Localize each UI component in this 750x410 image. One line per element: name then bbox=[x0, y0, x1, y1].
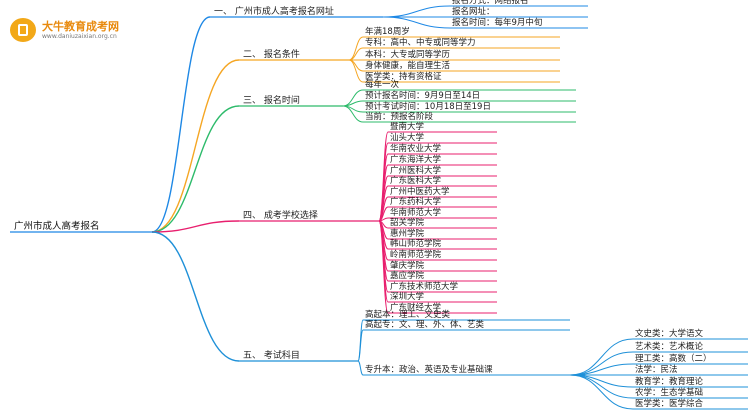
branch-2-connector bbox=[151, 59, 240, 233]
branch-1-item-1-connector bbox=[382, 5, 451, 18]
branch-5-item-1-label: 高起本：理工、文史类 bbox=[365, 310, 451, 320]
branch-4-item-8-label: 广东药科大学 bbox=[390, 197, 442, 207]
logo: 大牛教育成考网 www.daniuzaixian.org.cn bbox=[4, 16, 144, 46]
branch-5-item-3-sub-4-label: 法学：民法 bbox=[635, 365, 678, 375]
branch-5-item-3-sub-6-label: 农学：生态学基础 bbox=[635, 388, 704, 398]
branch-3-connector bbox=[151, 105, 240, 233]
branch-3-item-4-connector bbox=[342, 105, 364, 123]
root-node: 广州市成人高考报名 bbox=[14, 221, 100, 232]
logo-title: 大牛教育成考网 bbox=[42, 20, 119, 33]
branch-4-item-18-label: 广东财经大学 bbox=[390, 303, 442, 313]
branch-4-item-2-label: 汕头大学 bbox=[390, 133, 425, 143]
branch-5-connector bbox=[151, 231, 240, 362]
branch-4-item-7-label: 广州中医药大学 bbox=[390, 187, 450, 197]
branch-4-item-14-label: 肇庆学院 bbox=[390, 261, 425, 271]
branch-5-item-3-connector bbox=[357, 360, 364, 376]
branch-1-item-1-label: 报名方式：网络报名 bbox=[452, 0, 529, 6]
branch-1-label: 一、 广州市成人高考报名网址 bbox=[214, 7, 334, 17]
branch-2-item-5-connector bbox=[348, 59, 364, 83]
branch-5-label: 五、 考试科目 bbox=[243, 351, 300, 361]
branch-4-item-6-label: 广东医科大学 bbox=[390, 176, 442, 186]
branch-5-item-3-sub-2-connector bbox=[569, 351, 634, 376]
branch-5-item-2-label: 高起专：文、理、外、体、艺类 bbox=[365, 320, 485, 330]
branch-2-item-1-label: 年满18周岁 bbox=[365, 27, 410, 37]
branch-4-item-10-label: 韶关学院 bbox=[390, 218, 425, 228]
branch-4-item-11-label: 惠州学院 bbox=[390, 229, 425, 239]
branch-4-item-9-label: 华南师范大学 bbox=[390, 208, 442, 218]
branch-3-item-2-label: 预计报名时间：9月9日至14日 bbox=[365, 91, 481, 101]
branch-4-label: 四、 成考学校选择 bbox=[243, 211, 318, 221]
branch-2-item-4-label: 身体健康，能自理生活 bbox=[365, 61, 451, 71]
branch-4-item-1-label: 暨南大学 bbox=[390, 122, 425, 132]
branch-2-item-2-label: 专科：高中、中专或同等学力 bbox=[365, 38, 476, 48]
branch-3-item-4-label: 当前：预报名阶段 bbox=[365, 112, 434, 122]
branch-1-item-2-label: 报名网址： bbox=[452, 7, 495, 17]
branch-5-item-3-sub-7-connector bbox=[569, 374, 634, 410]
branch-3-label: 三、 报名时间 bbox=[243, 96, 300, 106]
branch-2-label: 二、 报名条件 bbox=[243, 50, 300, 60]
branch-4-item-3-label: 华南农业大学 bbox=[390, 144, 442, 154]
branch-5-item-3-sub-7-label: 医学类：医学综合 bbox=[635, 399, 704, 409]
branch-4-item-18-connector bbox=[378, 220, 389, 314]
branch-4-item-5-label: 广州医科大学 bbox=[390, 166, 442, 176]
branch-4-item-15-label: 嘉应学院 bbox=[390, 271, 425, 281]
branch-1-item-3-connector bbox=[382, 16, 451, 29]
branch-5-item-3-sub-2-label: 艺术类：艺术概论 bbox=[635, 342, 704, 352]
branch-4-item-13-label: 岭南师范学院 bbox=[390, 250, 442, 260]
branch-5-item-3-sub-3-label: 理工类：高数（二） bbox=[635, 354, 712, 364]
branch-2-item-5-label: 医学类：持有资格证 bbox=[365, 72, 442, 82]
logo-url: www.daniuzaixian.org.cn bbox=[42, 33, 117, 40]
branch-5-item-3-sub-5-connector bbox=[569, 374, 634, 388]
branch-5-item-3-label: 专升本：政治、英语及专业基础课 bbox=[365, 365, 493, 375]
branch-3-item-1-label: 每年一次 bbox=[365, 80, 400, 90]
branch-4-item-17-label: 深圳大学 bbox=[390, 292, 425, 302]
branch-4-item-4-label: 广东海洋大学 bbox=[390, 155, 442, 165]
branch-3-item-3-label: 预计考试时间：10月18日至19日 bbox=[365, 102, 491, 112]
branch-1-item-3-label: 报名时间：每年9月中旬 bbox=[452, 18, 543, 28]
book-logo-icon bbox=[10, 18, 36, 42]
branch-5-item-2-connector bbox=[357, 329, 364, 362]
branch-1-connector bbox=[151, 16, 211, 233]
branch-4-item-16-label: 广东技术师范大学 bbox=[390, 282, 459, 292]
branch-2-item-3-label: 本科：大专或同等学历 bbox=[365, 50, 451, 60]
branch-5-item-3-sub-1-label: 文史类：大学语文 bbox=[635, 329, 704, 339]
branch-5-item-3-sub-5-label: 教育学：教育理论 bbox=[635, 377, 704, 387]
branch-4-item-12-label: 韩山师范学院 bbox=[390, 239, 442, 249]
branch-4-connector bbox=[151, 220, 240, 233]
